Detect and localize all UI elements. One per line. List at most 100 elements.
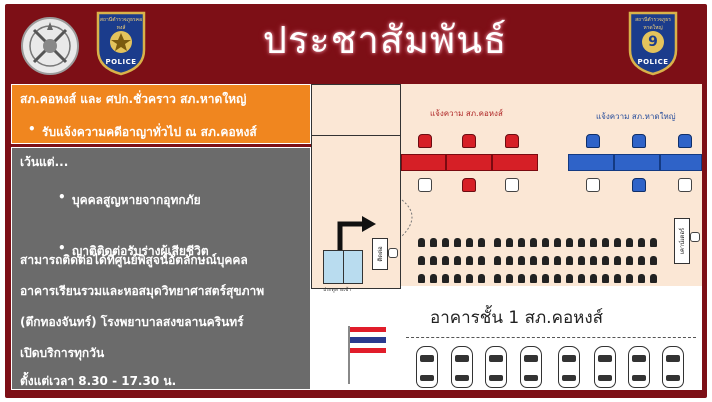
blue-counter-label: แจ้งความ สภ.หาดใหญ่ [596,112,676,121]
opening-hours: ตั้งแต่เวลา 8.30 - 17.30 น. [20,374,177,388]
waiting-seat [454,238,461,247]
waiting-seat [626,274,633,283]
badge-right-text: สถานีตำรวจภูธรหาดใหญ่ [635,17,671,31]
chair [690,232,700,242]
waiting-seat [614,256,621,265]
waiting-seat [518,274,525,283]
waiting-seat [602,238,609,247]
visitor-chair [462,178,476,192]
waiting-seat [478,274,485,283]
officer-chair-blue [678,134,692,148]
waiting-seat [566,274,573,283]
waiting-seat [638,256,645,265]
waiting-seat [454,256,461,265]
officer-chair-red [505,134,519,148]
car-icon [558,346,580,388]
waiting-seat [442,256,449,265]
waiting-seat [602,274,609,283]
badge-right-label: POLICE [637,58,669,66]
contact-line: อาคารเรียนรวมและหอสมุดวิทยาศาสตร์สุขภาพ [20,284,265,298]
car-icon [416,346,438,388]
officer-chair-blue [632,134,646,148]
exception-box: เว้นแต่... บุคคลสูญหายจากอุทกภัย ญาติติด… [11,147,311,390]
flag-stripe [350,337,386,343]
waiting-seat [466,274,473,283]
notice-box: สภ.คอหงส์ และ ศปก.ชั่วคราว สภ.หาดใหญ่ รั… [11,84,311,144]
side-counter-label: เคาน์เตอร์ [679,227,686,255]
waiting-seat [466,238,473,247]
waiting-seat [418,256,425,265]
red-counter-label: แจ้งความ สภ.คอหงส์ [430,109,503,118]
officer-chair-blue [586,134,600,148]
page-title: ประชาสัมพันธ์ [262,18,508,62]
opening-days: เปิดบริการทุกวัน [20,346,105,360]
waiting-seat [430,274,437,283]
waiting-seat [530,256,537,265]
waiting-seat [614,238,621,247]
waiting-seat [590,274,597,283]
visitor-chair [632,178,646,192]
badge-left-text: สถานีตำรวจภูธรคอหงส์ [99,17,143,31]
waiting-seat [430,256,437,265]
flag-pole [348,326,350,384]
waiting-seat [650,256,657,265]
waiting-seat [506,256,513,265]
waiting-seat [442,238,449,247]
waiting-seat [454,274,461,283]
waiting-seat [466,256,473,265]
waiting-seat [542,238,549,247]
waiting-seat [650,238,657,247]
side-counter: เคาน์เตอร์ [674,218,690,264]
car-icon [628,346,650,388]
officer-chair-red [462,134,476,148]
exception-heading: เว้นแต่... [20,155,69,169]
waiting-seat [590,256,597,265]
waiting-seat [554,238,561,247]
waiting-seat [494,238,501,247]
waiting-seat [478,238,485,247]
waiting-seat [530,238,537,247]
exception-bullet: ญาติติดต่อรับร่างผู้เสียชีวิต [58,241,340,261]
flag-stripe [350,342,386,348]
police-shield-icon [628,11,678,76]
notice-line2: รับแจ้งความคดีอาญาทั่วไป ณ สภ.คอหงส์ [20,122,302,142]
visitor-chair [418,178,432,192]
waiting-seat [518,256,525,265]
waiting-seat [626,256,633,265]
waiting-seat [578,274,585,283]
waiting-seat [494,256,501,265]
contact-line: สามารถติดต่อได้ที่ศูนย์พิสูจน์อัตลักษณ์บ… [20,253,248,267]
waiting-seat [518,238,525,247]
blue-counter [614,154,660,171]
blue-counter [568,154,614,171]
officer-chair-red [418,134,432,148]
waiting-seat [530,274,537,283]
door-swing-icon [401,199,413,237]
waiting-seat [430,238,437,247]
waiting-seat [418,274,425,283]
waiting-seat [638,238,645,247]
exception-bullet: บุคคลสูญหายจากอุทกภัย [58,190,340,210]
waiting-seat [566,238,573,247]
waiting-seat [578,238,585,247]
waiting-seat [602,256,609,265]
visitor-chair [505,178,519,192]
car-icon [594,346,616,388]
notice-line1: สภ.คอหงส์ และ ศปก.ชั่วคราว สภ.หาดใหญ่ [20,92,247,106]
red-counter [401,154,446,171]
waiting-seat [506,238,513,247]
car-icon [520,346,542,388]
building-title: อาคารชั้น 1 สภ.คอหงส์ [430,308,604,328]
police-badge-left: สถานีตำรวจภูธรคอหงส์ POLICE [94,10,148,76]
red-counter [446,154,492,171]
chair [388,248,398,258]
waiting-seat [542,256,549,265]
badge-left-label: POLICE [105,58,137,66]
badge-right-number: 9 [648,34,658,50]
waiting-seat [590,238,597,247]
waiting-seat [494,274,501,283]
waiting-seat [478,256,485,265]
waiting-seat [542,274,549,283]
door-label: ประตูทางเข้า [323,287,352,293]
car-icon [485,346,507,388]
